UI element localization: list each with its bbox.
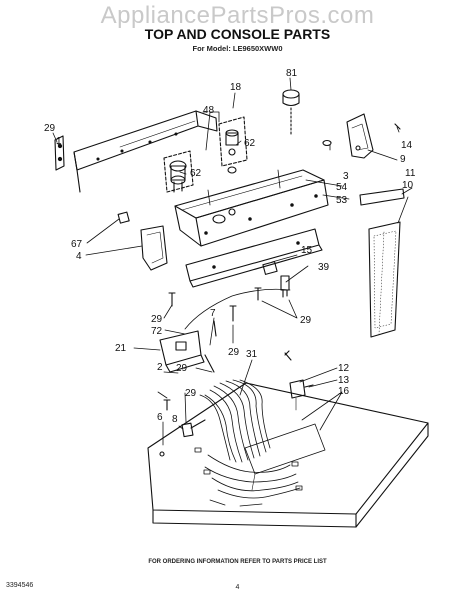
terminal-block xyxy=(159,288,291,373)
callout-72: 72 xyxy=(151,326,163,337)
screws xyxy=(163,287,292,411)
callout-53: 53 xyxy=(336,195,348,206)
main-console xyxy=(174,169,329,247)
callout-3: 3 xyxy=(343,171,349,182)
wire-terminal xyxy=(181,419,206,438)
push-to-start-switch xyxy=(218,116,248,174)
callout-31: 31 xyxy=(246,349,258,360)
clip-67 xyxy=(117,211,130,224)
callout-29-lower-left: 29 xyxy=(176,363,188,374)
callout-11: 11 xyxy=(405,168,416,179)
callout-9: 9 xyxy=(400,154,406,165)
callout-13: 13 xyxy=(338,375,350,386)
callout-14: 14 xyxy=(401,140,413,151)
callout-7: 7 xyxy=(210,308,216,319)
callout-2: 2 xyxy=(157,362,163,373)
document-number: 3394546 xyxy=(6,582,34,589)
page-title: TOP AND CONSOLE PARTS xyxy=(144,26,331,42)
rear-console-panel xyxy=(73,110,218,193)
callout-29-center: 29 xyxy=(228,347,240,358)
console-trim xyxy=(185,228,323,288)
callout-62-right: 62 xyxy=(244,138,256,149)
watermark: AppliancePartsPros.com xyxy=(100,2,375,29)
model-line: For Model: LE9650XWW0 xyxy=(192,44,283,53)
callout-18: 18 xyxy=(230,82,242,93)
callout-4: 4 xyxy=(76,251,82,262)
timer-assembly xyxy=(163,150,194,193)
callout-21: 21 xyxy=(115,343,127,354)
callout-15: 15 xyxy=(301,245,313,256)
door-switch xyxy=(289,379,314,411)
lint-filter xyxy=(359,188,405,338)
knob xyxy=(282,89,300,136)
callout-29-top-left: 29 xyxy=(44,123,56,134)
callout-62-left: 62 xyxy=(190,168,202,179)
callout-12: 12 xyxy=(338,363,350,374)
ordering-note: FOR ORDERING INFORMATION REFER TO PARTS … xyxy=(148,559,327,565)
callout-54: 54 xyxy=(336,182,348,193)
callout-16: 16 xyxy=(338,386,350,397)
callout-48: 48 xyxy=(203,105,215,116)
callout-39: 39 xyxy=(318,262,330,273)
page-number: 4 xyxy=(235,584,240,591)
dryer-top-base xyxy=(147,382,429,528)
callout-67: 67 xyxy=(71,239,83,250)
callout-29-right: 29 xyxy=(300,315,312,326)
switch-39 xyxy=(262,261,290,298)
callout-10: 10 xyxy=(402,180,414,191)
leader-lines xyxy=(52,77,413,446)
callout-6: 6 xyxy=(157,412,163,423)
end-cap-4 xyxy=(140,225,168,271)
wire-harness xyxy=(194,379,303,507)
callout-29-bottom: 29 xyxy=(185,388,197,399)
callouts: 81 18 48 29 1 62 62 14 9 3 54 53 11 10 6… xyxy=(44,68,416,425)
end-cap-right xyxy=(322,113,401,159)
callout-8: 8 xyxy=(172,414,178,425)
callout-1: 1 xyxy=(56,136,62,147)
callout-81: 81 xyxy=(286,68,298,79)
callout-29-mid-left: 29 xyxy=(151,314,163,325)
